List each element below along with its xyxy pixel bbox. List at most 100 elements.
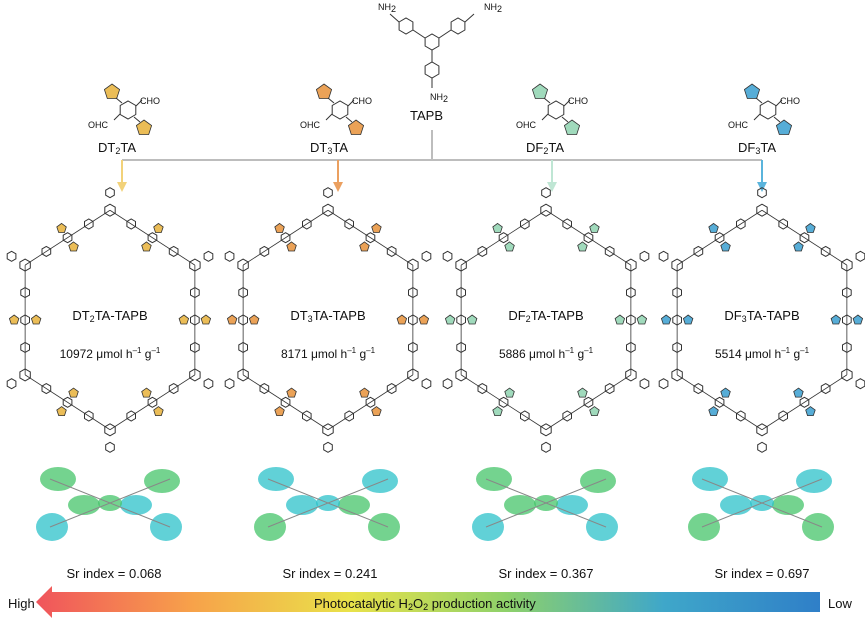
isosurface-lobe <box>150 513 182 541</box>
cof-rate-dt2ta-tapb: 10972 μmol h–1 g–1 <box>59 346 161 361</box>
cof-framework <box>442 187 650 453</box>
cof-tapb-arm-ring <box>541 441 551 453</box>
tapb-structure <box>389 13 475 88</box>
tapb-bond <box>464 13 475 23</box>
cof-linker-heteroring <box>30 314 42 325</box>
cof-linker-heteroring <box>504 241 515 252</box>
cof-backbone-bond <box>460 374 547 431</box>
synthesis-connectors <box>117 130 767 192</box>
linker-furan-ring <box>743 83 761 99</box>
cof-tapb-arm-ring <box>658 378 669 390</box>
cof-linker-heteroring <box>274 406 285 417</box>
isosurface-lobe <box>36 513 68 541</box>
ohc-label-2: OHC <box>300 120 320 130</box>
cof-framework-structures <box>6 187 865 453</box>
cof-linker-heteroring <box>153 406 164 417</box>
sr-index-df3ta: Sr index = 0.697 <box>714 566 810 581</box>
linker-furan-ring <box>563 119 581 135</box>
tapb-bond <box>438 29 452 39</box>
cof-tapb-node-ring <box>189 368 201 382</box>
isosurface-lobe <box>772 495 804 515</box>
isosurface-lobe <box>556 495 588 515</box>
cof-tapb-arm-ring <box>6 378 17 390</box>
charge-density-isosurfaces <box>36 467 834 541</box>
synthesis-arrow-head <box>333 182 343 192</box>
cof-backbone-bond <box>242 209 329 266</box>
tapb-arm-ring-left <box>398 17 414 35</box>
linker-thiophene-ring <box>135 119 153 135</box>
linker-benzene-ring <box>547 100 565 120</box>
linker-bond <box>755 97 763 104</box>
cof-linker-heteroring <box>720 241 731 252</box>
isosurface-lobe <box>692 467 728 491</box>
molecule-skeleton <box>267 478 389 528</box>
sr-index-dt3ta: Sr index = 0.241 <box>282 566 378 581</box>
cof-backbone-bond <box>24 209 111 266</box>
linker-bond <box>345 116 353 123</box>
cof-linker-heteroring <box>56 406 67 417</box>
linker-bond <box>135 99 143 107</box>
isosurface-lobe <box>68 495 100 515</box>
cof-backbone-bond <box>242 374 329 431</box>
cof-linker-heteroring <box>371 222 382 233</box>
cof-tapb-arm-ring <box>421 250 432 262</box>
cof-tapb-node-ring <box>540 203 552 217</box>
linker-label-df3ta: DF3TA <box>738 140 777 156</box>
cof-tapb-arm-ring <box>855 250 865 262</box>
tapb-amine-label-left: NH2 <box>378 2 397 14</box>
linker-label-dt2ta: DT2TA <box>98 140 137 156</box>
cof-name-dt3ta-tapb: DT3TA-TAPB <box>290 308 366 324</box>
cof-tapb-arm-ring <box>421 378 432 390</box>
cof-tapb-arm-ring <box>541 187 551 199</box>
cof-tapb-arm-ring <box>203 250 214 262</box>
activity-high-label: High <box>8 596 35 611</box>
isosurface-lobe <box>368 513 400 541</box>
cof-linker-heteroring <box>141 387 152 398</box>
cof-backbone-bond <box>676 374 763 431</box>
linker-label-dt3ta: DT3TA <box>310 140 349 156</box>
cof-linker-heteroring <box>396 314 408 325</box>
ohc-label-4: OHC <box>728 120 748 130</box>
cof-framework <box>658 187 865 453</box>
cof-name-df3ta-tapb: DF3TA-TAPB <box>724 308 800 324</box>
cof-tapb-node-ring <box>671 368 683 382</box>
isosurface-lobe <box>286 495 318 515</box>
cof-tapb-arm-ring <box>658 250 669 262</box>
cof-linker-heteroring <box>852 314 864 325</box>
cof-linker-heteroring <box>614 314 626 325</box>
cof-tapb-arm-ring <box>323 187 333 199</box>
cof-tapb-arm-ring <box>6 250 17 262</box>
cof-linker-heteroring <box>68 241 79 252</box>
cho-label-3: CHO <box>568 96 588 106</box>
isosurface-lobe <box>258 467 294 491</box>
isosurface-lobe <box>720 495 752 515</box>
synthesis-arrow-head <box>757 182 767 192</box>
cof-framework <box>224 187 432 453</box>
cof-rate-df3ta-tapb: 5514 μmol h–1 g–1 <box>714 346 810 361</box>
cof-linker-heteroring <box>178 314 190 325</box>
linker-bond <box>543 97 551 104</box>
cof-tapb-arm-ring <box>639 250 650 262</box>
cof-tapb-node-ring <box>841 368 853 382</box>
isosurface-lobe <box>144 469 180 493</box>
cof-tapb-node-ring <box>455 368 467 382</box>
isosurface-lobe <box>586 513 618 541</box>
linker-bond <box>541 113 549 121</box>
cof-linker-heteroring <box>359 387 370 398</box>
tapb-amine-label-right: NH2 <box>484 2 503 14</box>
synthesis-arrow-head <box>547 182 557 192</box>
linker-bond <box>133 116 141 123</box>
isosurface-lobe <box>580 469 616 493</box>
cof-backbone-bond <box>24 374 111 431</box>
cof-backbone-bond <box>761 374 848 431</box>
cof-name-df2ta-tapb: DF2TA-TAPB <box>508 308 584 324</box>
cof-linker-heteroring <box>286 241 297 252</box>
linker-label-df2ta: DF2TA <box>526 140 565 156</box>
isosurface-lobe <box>504 495 536 515</box>
isosurface-lobe <box>802 513 834 541</box>
cof-tapb-arm-ring <box>442 378 453 390</box>
cof-tapb-arm-ring <box>757 187 767 199</box>
linker-furan-ring <box>531 83 549 99</box>
cof-tapb-node-ring <box>322 203 334 217</box>
cho-label-1: CHO <box>140 96 160 106</box>
